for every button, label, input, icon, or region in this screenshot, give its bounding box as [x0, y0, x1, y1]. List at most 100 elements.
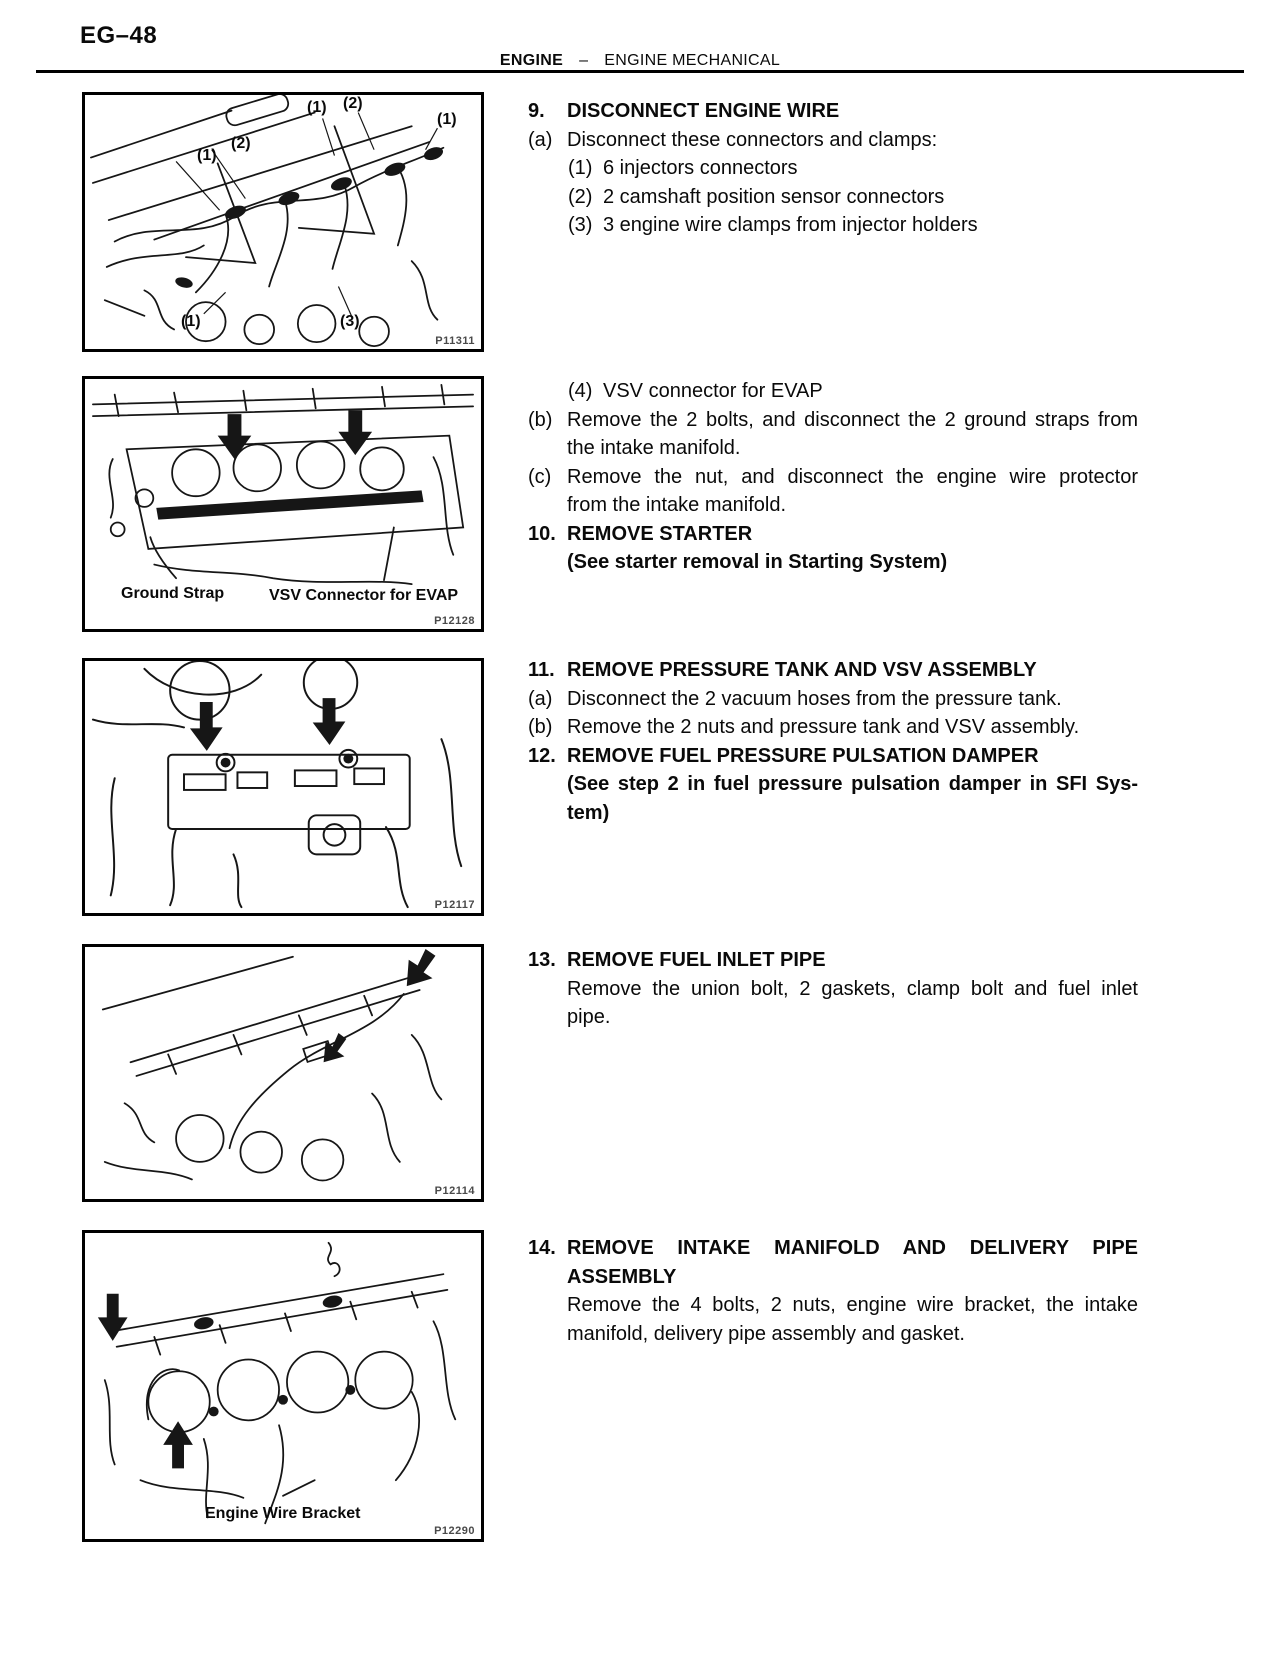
- instruction-line: (See step 2 in fuel pressure pulsation d…: [528, 770, 1138, 799]
- instruction-line: from the intake manifold.: [528, 491, 1138, 520]
- instruction-line: (b) Remove the 2 bolts, and disconnect th…: [528, 406, 1138, 435]
- figure-label-engine-wire-bracket: Engine Wire Bracket: [205, 1505, 361, 1522]
- figure-code: P12128: [434, 615, 475, 627]
- step-marker: [528, 975, 567, 1004]
- step-marker: (4): [568, 380, 593, 402]
- instruction-line: ASSEMBLY: [528, 1263, 1138, 1292]
- instruction-line: (b) Remove the 2 nuts and pressure tank a…: [528, 713, 1138, 742]
- step-text: (See step 2 in fuel pressure pulsation d…: [567, 773, 1138, 795]
- header-dash: –: [579, 52, 589, 69]
- figure-callout: (1): [181, 313, 201, 330]
- header-section: ENGINE: [499, 52, 564, 69]
- figure-callout: (1): [197, 147, 217, 164]
- instruction-line: 9. DISCONNECT ENGINE WIRE: [528, 97, 1138, 126]
- step-text: 2 camshaft position sensor connectors: [603, 185, 945, 208]
- step-marker: (b): [528, 716, 553, 738]
- ground-strap-illustration: [92, 383, 474, 585]
- instruction-line: pipe.: [528, 1003, 1138, 1032]
- instruction-line: (c) Remove the nut, and disconnect the en…: [528, 463, 1138, 492]
- instruction-line: (1) 6 injectors connectors: [528, 154, 1138, 183]
- step-text: REMOVE FUEL INLET PIPE: [567, 949, 826, 971]
- step-text: 3 engine wire clamps from injector holde…: [603, 214, 978, 236]
- step-text: Disconnect the 2 vacuum hoses from the p…: [567, 687, 1062, 710]
- step-number: 9.: [528, 100, 545, 122]
- step-text: REMOVE PRESSURE TANK AND VSV ASSEMBLY: [567, 659, 1037, 681]
- step-text: Remove the 2 bolts, and disconnect the 2…: [567, 408, 1138, 431]
- step-marker: (c): [528, 465, 552, 488]
- step-marker: (1): [568, 157, 593, 179]
- figure-engine-wire: (1) (2) (1) (1) (2) (1) (3) P11311: [82, 92, 484, 352]
- fuel-inlet-pipe-illustration: [101, 948, 443, 1182]
- intake-manifold-illustration: [97, 1241, 457, 1525]
- instruction-line: 12. REMOVE FUEL PRESSURE PULSATION DAMPER: [528, 742, 1138, 771]
- step-text: the intake manifold.: [567, 437, 741, 459]
- figure-intake-manifold: Engine Wire Bracket P12290: [82, 1230, 484, 1542]
- step-text: DISCONNECT ENGINE WIRE: [567, 100, 840, 122]
- figure-callout: (2): [343, 95, 363, 112]
- instruction-line: tem): [528, 799, 1138, 828]
- step-marker: [528, 491, 567, 520]
- step-text: REMOVE STARTER: [567, 522, 753, 545]
- figure-pressure-tank-vsv: P12117: [82, 658, 484, 916]
- step-text: REMOVE FUEL PRESSURE PULSATION DAMPER: [567, 744, 1039, 767]
- instruction-line: the intake manifold.: [528, 434, 1138, 463]
- instruction-line: 11.REMOVE PRESSURE TANK AND VSV ASSEMBLY: [528, 656, 1138, 685]
- figure-fuel-inlet-pipe: P12114: [82, 944, 484, 1202]
- figure-label-ground-strap: Ground Strap: [121, 585, 225, 602]
- instruction-line: 10. REMOVE STARTER: [528, 520, 1138, 549]
- figure-label-vsv-connector: VSV Connector for EVAP: [269, 587, 459, 604]
- figure-callout: (3): [340, 313, 360, 330]
- step-text: tem): [567, 801, 610, 824]
- step-marker: [528, 548, 567, 577]
- step-text: Remove the 2 nuts and pressure tank and …: [567, 716, 1080, 738]
- step-marker: [528, 1263, 567, 1292]
- step-text: Remove the nut, and disconnect the engin…: [567, 465, 1138, 488]
- step-text: ASSEMBLY: [567, 1265, 677, 1288]
- instruction-line: (2)2 camshaft position sensor connectors: [528, 183, 1138, 212]
- step-text: from the intake manifold.: [567, 494, 786, 516]
- instruction-section-13: 13. REMOVE FUEL INLET PIPE Remove the uni…: [528, 946, 1138, 1032]
- header-subsection: ENGINE MECHANICAL: [604, 52, 781, 69]
- instruction-line: (3) 3 engine wire clamps from injector ho…: [528, 211, 1138, 240]
- step-number: 13.: [528, 949, 556, 971]
- instruction-line: manifold, delivery pipe assembly and gas…: [528, 1320, 1138, 1349]
- step-marker: [528, 799, 567, 828]
- step-marker: (3): [568, 214, 593, 236]
- figure-code: P12290: [434, 1525, 475, 1537]
- figure-code: P12117: [434, 899, 475, 911]
- step-text: manifold, delivery pipe assembly and gas…: [567, 1322, 965, 1345]
- figure-callout: (1): [307, 99, 327, 116]
- step-text: 6 injectors connectors: [603, 157, 798, 179]
- header-divider: [36, 70, 1244, 73]
- instruction-line: 14. REMOVE INTAKE MANIFOLD AND DELIVERY P…: [528, 1234, 1138, 1263]
- step-text: Remove the 4 bolts, 2 nuts, engine wire …: [567, 1294, 1138, 1316]
- instruction-line: Remove the 4 bolts, 2 nuts, engine wire …: [528, 1291, 1138, 1320]
- instruction-line: (See starter removal in Starting System): [528, 548, 1138, 577]
- instruction-line: (4) VSV connector for EVAP: [528, 377, 1138, 406]
- step-marker: (a): [528, 687, 553, 710]
- step-text: Remove the union bolt, 2 gaskets, clamp …: [567, 977, 1138, 1000]
- figure-callout: (1): [437, 111, 457, 128]
- step-marker: (b): [528, 408, 553, 431]
- instruction-section-14: 14. REMOVE INTAKE MANIFOLD AND DELIVERY P…: [528, 1234, 1138, 1348]
- step-text: pipe.: [567, 1006, 611, 1028]
- page-number: EG–48: [80, 22, 158, 49]
- step-number: 14.: [528, 1237, 556, 1259]
- step-text: (See starter removal in Starting System): [567, 551, 948, 573]
- step-text: REMOVE INTAKE MANIFOLD AND DELIVERY PIPE: [567, 1237, 1138, 1259]
- figure-code: P12114: [434, 1185, 475, 1197]
- step-text: Disconnect these connectors and clamps:: [567, 128, 938, 151]
- step-number: 12.: [528, 744, 556, 767]
- figure-code: P11311: [435, 335, 475, 347]
- pressure-tank-illustration: [91, 661, 463, 909]
- step-text: VSV connector for EVAP: [603, 380, 823, 402]
- page-header: ENGINE–ENGINE MECHANICAL: [0, 52, 1280, 70]
- step-number: 10.: [528, 522, 556, 545]
- step-marker: [528, 1003, 567, 1032]
- instruction-line: (a) Disconnect the 2 vacuum hoses from th…: [528, 685, 1138, 714]
- instruction-section-9: 9.DISCONNECT ENGINE WIRE (a)Disconnect t…: [528, 97, 1138, 240]
- instruction-line: 13. REMOVE FUEL INLET PIPE: [528, 946, 1138, 975]
- step-marker: [528, 770, 567, 799]
- figure-ground-strap-vsv: Ground Strap VSV Connector for EVAP P121…: [82, 376, 484, 632]
- instruction-section-9b-10: (4) VSV connector for EVAP (b) Remove the …: [528, 377, 1138, 577]
